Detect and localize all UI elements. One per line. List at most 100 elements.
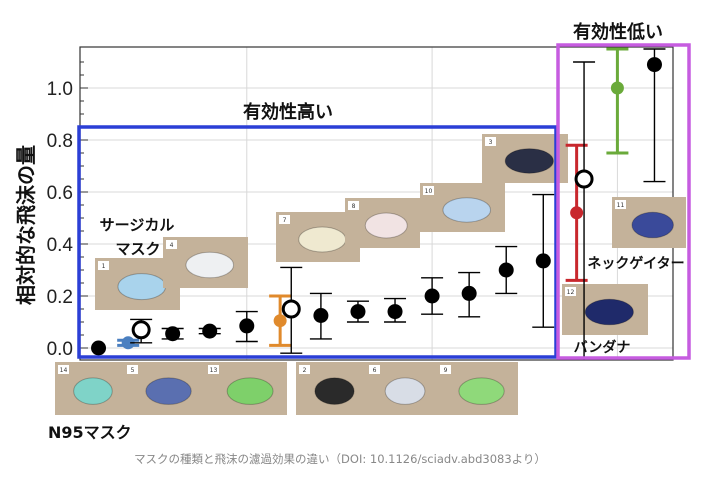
y-tick-label: 0.6 <box>47 183 73 204</box>
mask-shape <box>442 197 492 223</box>
low-effectiveness-label: 有効性低い <box>573 21 663 43</box>
filled-marker <box>610 81 624 95</box>
mask-photo: 10 <box>420 183 505 232</box>
data-points <box>91 47 666 360</box>
data-point <box>269 294 292 347</box>
high-effectiveness-box <box>77 125 558 359</box>
open-marker <box>281 299 301 319</box>
high-effectiveness-label: 有効性高い <box>243 101 333 123</box>
data-point <box>280 266 303 354</box>
photo-number-badge <box>565 287 576 296</box>
filled-marker <box>498 262 514 278</box>
mask-shape <box>117 273 167 301</box>
data-point <box>198 323 221 339</box>
surgical-mask-label-line2: マスク <box>115 240 160 258</box>
y-tick-label: 0.4 <box>47 235 74 256</box>
mask-photo: 2 <box>296 362 366 415</box>
photo-number-badge <box>166 240 177 249</box>
data-point <box>643 48 666 183</box>
photo-number-badge <box>348 201 359 210</box>
data-point <box>573 61 596 360</box>
data-point <box>532 193 555 328</box>
y-tick-label: 0.0 <box>47 339 73 360</box>
photo-number-badge <box>98 261 109 270</box>
photo-number: 1 <box>102 263 106 270</box>
filled-marker <box>165 326 181 342</box>
mask-photo: 13 <box>205 362 287 415</box>
mask-photo: 3 <box>482 134 568 183</box>
photo-number-badge <box>299 365 310 374</box>
mask-shape <box>314 377 355 405</box>
mask-shape <box>298 226 347 253</box>
n95-label: N95マスク <box>48 423 132 442</box>
y-tick-label: 0.2 <box>47 287 73 308</box>
y-axis-label: 相対的な飛沫の量 <box>14 145 38 305</box>
mask-shape <box>631 211 674 239</box>
mask-shape <box>504 148 554 174</box>
mask-photo: 4 <box>163 237 248 288</box>
data-point <box>130 318 153 344</box>
filled-marker <box>202 323 218 339</box>
surgical-mask-label-line1: サージカル <box>100 216 175 234</box>
mask-photo: 5 <box>124 362 205 415</box>
filled-marker <box>91 340 107 356</box>
bandana-label: バンダナ <box>574 339 631 356</box>
data-point <box>606 47 629 155</box>
data-point <box>346 300 369 323</box>
photo-number: 6 <box>373 367 377 374</box>
mask-photo: 12 <box>562 284 648 335</box>
filled-marker <box>424 288 440 304</box>
photo-number: 7 <box>283 217 287 224</box>
data-point <box>161 326 184 342</box>
photo-number: 12 <box>567 289 575 296</box>
low-effectiveness-box <box>556 43 691 360</box>
photo-number: 8 <box>352 203 356 210</box>
neck-gaiter-label: ネックゲイター <box>587 255 684 272</box>
mask-photo: 11 <box>612 197 686 248</box>
data-point <box>235 310 258 343</box>
mask-shape <box>226 377 274 405</box>
data-point <box>384 297 407 323</box>
mask-shape <box>584 298 634 326</box>
filled-marker <box>535 253 551 269</box>
photo-number: 9 <box>444 367 448 374</box>
filled-marker <box>273 314 287 328</box>
photo-number-badge <box>208 365 219 374</box>
mask-photo: 9 <box>437 362 518 415</box>
filled-marker <box>570 206 584 220</box>
mask-shape <box>458 377 505 405</box>
photo-number-badge <box>615 200 626 209</box>
photo-number-badge <box>440 365 451 374</box>
data-point <box>91 340 107 356</box>
filled-marker <box>387 304 403 320</box>
photo-number: 4 <box>170 242 174 249</box>
filled-marker <box>646 57 662 73</box>
mask-shape <box>185 251 235 279</box>
mask-photo: 8 <box>345 198 420 248</box>
photo-number-badge <box>279 215 290 224</box>
filled-marker <box>239 318 255 334</box>
mask-shape <box>384 377 426 405</box>
photo-number-badge <box>423 186 434 195</box>
photo-number: 13 <box>210 367 218 374</box>
photo-number: 10 <box>425 188 433 195</box>
open-marker <box>131 320 151 340</box>
photo-number: 5 <box>131 367 135 374</box>
filled-marker <box>350 304 366 320</box>
mask-shape <box>73 377 113 405</box>
filled-marker <box>461 285 477 301</box>
open-marker <box>574 169 594 189</box>
filled-marker <box>121 336 135 350</box>
y-axis: 0.00.20.40.60.81.0 <box>47 61 88 360</box>
data-point <box>458 271 481 318</box>
photo-number: 11 <box>617 202 625 209</box>
mask-photo: 14 <box>55 362 124 415</box>
mask-shape <box>145 377 192 405</box>
photo-number-badge <box>369 365 380 374</box>
y-tick-label: 0.8 <box>47 131 73 152</box>
photo-number-badge <box>485 137 496 146</box>
mask-shape <box>364 212 408 239</box>
photo-number: 14 <box>60 367 68 374</box>
